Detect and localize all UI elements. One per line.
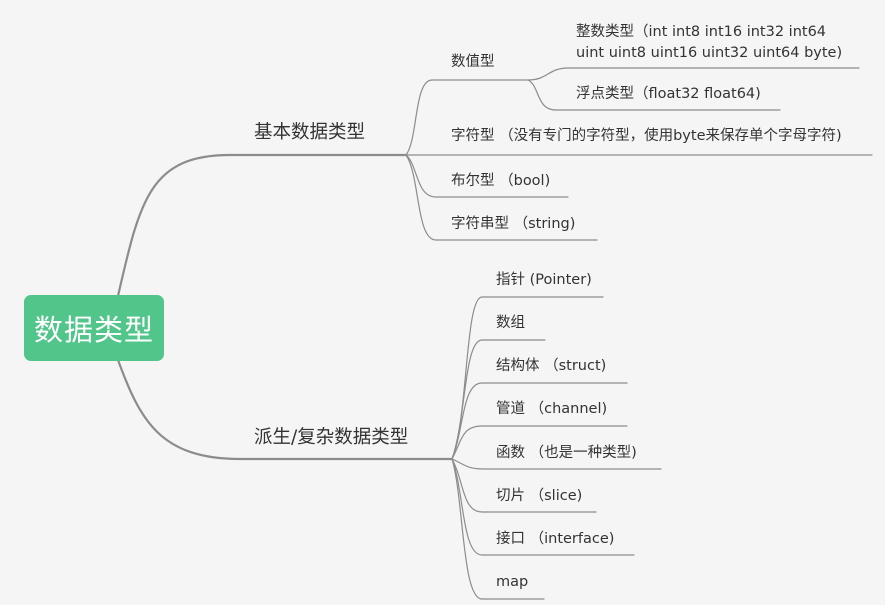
connector-basic-string bbox=[405, 154, 598, 241]
node-numeric-label: 数值型 bbox=[451, 54, 495, 70]
branch-basic-types[interactable]: 基本数据类型 bbox=[254, 118, 365, 144]
node-integer[interactable]: 整数类型（int int8 int16 int32 int64 uint uin… bbox=[576, 22, 842, 64]
node-bool-label: 布尔型 （bool) bbox=[451, 173, 551, 189]
root-node[interactable]: 数据类型 bbox=[24, 295, 164, 361]
node-map-label: map bbox=[496, 574, 529, 590]
connector-derived-interface bbox=[451, 458, 635, 556]
node-float[interactable]: 浮点类型（float32 float64) bbox=[576, 84, 761, 105]
node-function[interactable]: 函数 （也是一种类型) bbox=[496, 443, 637, 464]
node-string[interactable]: 字符串型 （string) bbox=[451, 214, 575, 235]
node-float-label: 浮点类型（float32 float64) bbox=[576, 86, 761, 102]
connector-basic-bool bbox=[405, 154, 569, 198]
node-channel-label: 管道 （channel) bbox=[496, 401, 608, 417]
node-char[interactable]: 字符型 （没有专门的字符型，使用byte来保存单个字母字符) bbox=[451, 126, 842, 147]
node-channel[interactable]: 管道 （channel) bbox=[496, 399, 607, 420]
branch-derived-types-label: 派生/复杂数据类型 bbox=[254, 427, 409, 448]
node-string-label: 字符串型 （string) bbox=[451, 216, 576, 232]
node-integer-line2: uint uint8 uint16 uint32 uint64 byte) bbox=[576, 45, 843, 61]
connector-derived-func bbox=[451, 458, 662, 470]
node-interface-label: 接口 （interface) bbox=[496, 531, 615, 547]
connector-derived-pointer bbox=[451, 296, 604, 460]
connector-derived-slice bbox=[451, 458, 597, 513]
node-slice[interactable]: 切片 （slice) bbox=[496, 486, 582, 507]
connector-numeric-int bbox=[527, 67, 860, 81]
branch-basic-types-label: 基本数据类型 bbox=[254, 122, 366, 143]
connector-root-basic bbox=[116, 153, 408, 298]
node-bool[interactable]: 布尔型 （bool) bbox=[451, 171, 550, 192]
node-struct[interactable]: 结构体 （struct) bbox=[496, 356, 606, 377]
node-char-label: 字符型 （没有专门的字符型，使用byte来保存单个字母字符) bbox=[451, 128, 842, 144]
node-interface[interactable]: 接口 （interface) bbox=[496, 529, 614, 550]
connector-derived-channel bbox=[451, 425, 628, 460]
node-map[interactable]: map bbox=[496, 572, 528, 593]
node-struct-label: 结构体 （struct) bbox=[496, 358, 607, 374]
node-array[interactable]: 数组 bbox=[496, 313, 525, 334]
node-pointer-label: 指针 (Pointer) bbox=[496, 272, 592, 288]
node-pointer[interactable]: 指针 (Pointer) bbox=[496, 270, 592, 291]
branch-derived-types[interactable]: 派生/复杂数据类型 bbox=[254, 423, 408, 449]
node-array-label: 数组 bbox=[496, 315, 525, 331]
root-label: 数据类型 bbox=[33, 313, 154, 347]
connector-numeric-float bbox=[527, 79, 781, 111]
connector-derived-map bbox=[451, 458, 545, 600]
node-function-label: 函数 （也是一种类型) bbox=[496, 445, 637, 461]
connector-root-derived bbox=[116, 358, 454, 461]
node-slice-label: 切片 （slice) bbox=[496, 488, 583, 504]
connector-basic-numeric bbox=[405, 79, 529, 156]
node-numeric[interactable]: 数值型 bbox=[451, 52, 495, 73]
node-integer-line1: 整数类型（int int8 int16 int32 int64 bbox=[576, 24, 827, 40]
connector-derived-struct bbox=[451, 382, 628, 460]
